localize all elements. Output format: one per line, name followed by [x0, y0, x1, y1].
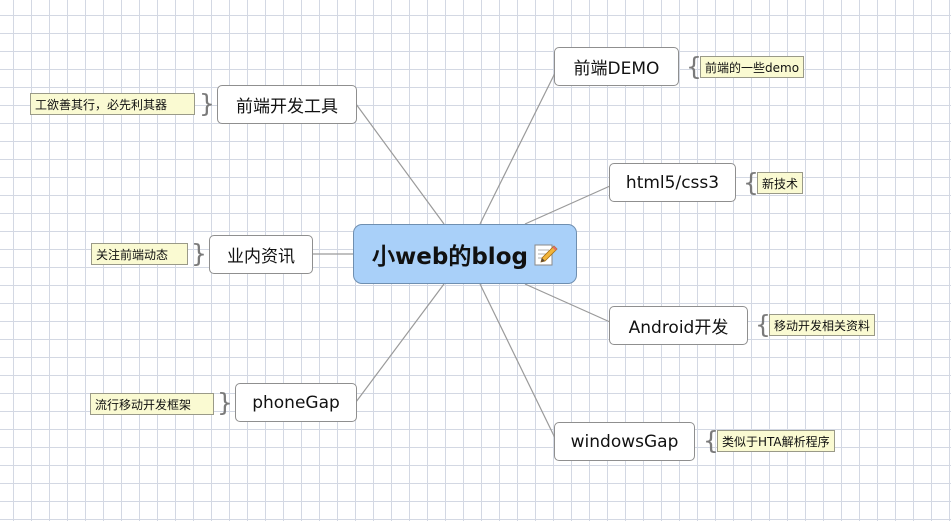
central-topic-label: 小web的blog: [372, 244, 528, 270]
topic-frontend-demo[interactable]: 前端DEMO: [554, 47, 679, 86]
topic-label: 前端开发工具: [236, 97, 338, 117]
note-frontend-demo[interactable]: 前端的一些demo: [700, 56, 805, 78]
note-text: 工欲善其行，必先利其器: [35, 97, 168, 112]
note-text: 新技术: [762, 176, 799, 191]
note-brace: }: [199, 89, 215, 118]
memo-pencil-icon: [532, 241, 558, 267]
central-topic[interactable]: 小web的blog: [353, 224, 577, 284]
note-windowsgap[interactable]: 类似于HTA解析程序: [717, 430, 835, 452]
connector-html5-css3: [524, 185, 611, 225]
note-text: 关注前端动态: [96, 247, 169, 262]
topic-label: 业内资讯: [227, 247, 295, 267]
note-brace: }: [217, 388, 233, 417]
note-text: 前端的一些demo: [705, 60, 800, 75]
note-industry-news[interactable]: 关注前端动态: [91, 243, 188, 265]
topic-phonegap[interactable]: phoneGap: [235, 383, 357, 422]
topic-android[interactable]: Android开发: [609, 306, 748, 345]
note-dev-tools[interactable]: 工欲善其行，必先利其器: [30, 93, 195, 115]
note-brace: {: [755, 310, 771, 339]
note-text: 移动开发相关资料: [774, 318, 871, 333]
topic-label: html5/css3: [625, 172, 720, 193]
topic-label: windowsGap: [570, 431, 679, 452]
topic-html5-css3[interactable]: html5/css3: [609, 163, 736, 202]
note-phonegap[interactable]: 流行移动开发框架: [90, 393, 214, 415]
note-text: 类似于HTA解析程序: [722, 434, 830, 449]
note-brace: {: [743, 168, 759, 197]
topic-label: phoneGap: [252, 392, 340, 413]
note-brace: {: [703, 426, 719, 455]
topic-label: Android开发: [628, 318, 729, 338]
topic-dev-tools[interactable]: 前端开发工具: [217, 85, 357, 124]
note-text: 流行移动开发框架: [95, 397, 192, 412]
connector-frontend-demo: [479, 72, 556, 225]
connector-dev-tools: [355, 103, 445, 225]
connector-android: [524, 283, 611, 323]
note-brace: }: [191, 239, 207, 268]
connector-phonegap: [355, 283, 445, 403]
connector-windowsgap: [479, 283, 556, 439]
note-brace: {: [686, 52, 702, 81]
topic-windowsgap[interactable]: windowsGap: [554, 422, 695, 461]
topic-label: 前端DEMO: [573, 59, 660, 79]
note-android[interactable]: 移动开发相关资料: [769, 314, 876, 336]
topic-industry-news[interactable]: 业内资讯: [209, 235, 313, 274]
note-html5-css3[interactable]: 新技术: [757, 172, 804, 194]
